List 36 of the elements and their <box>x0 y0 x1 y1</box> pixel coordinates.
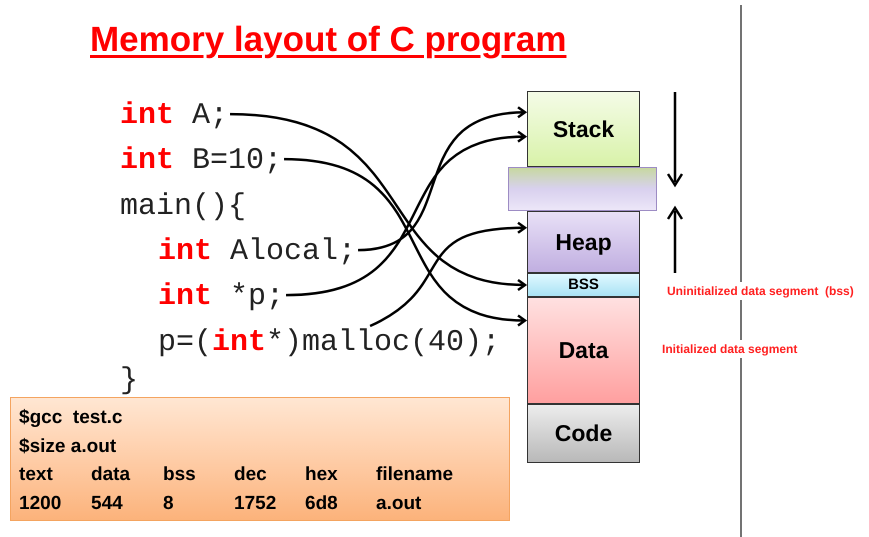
command-text: $size a.out <box>19 434 116 458</box>
table-cell-text: bss <box>163 463 196 487</box>
command-text: $gcc test.c <box>19 406 122 430</box>
code-line: int A; <box>120 97 228 135</box>
table-cell-text: hex <box>305 463 338 487</box>
memory-segment: Code <box>527 404 640 463</box>
arrow <box>230 112 526 291</box>
segment-annotation: Initialized data segment <box>662 340 798 358</box>
table-cell-text: filename <box>376 463 454 487</box>
table-cell-text: dec <box>234 463 267 487</box>
table-cell-text: text <box>19 463 53 487</box>
table-cell-text: 544 <box>91 492 123 516</box>
table-cell-text: 1200 <box>19 492 62 516</box>
table-cell-text: 8 <box>163 492 174 516</box>
arrow <box>286 131 526 296</box>
code-line: p=(int*)malloc(40); <box>158 324 500 362</box>
arrow <box>358 106 526 252</box>
code-line: int Alocal; <box>158 233 356 271</box>
code-line: } <box>120 363 138 400</box>
table-cell-text: 6d8 <box>305 492 338 516</box>
memory-segment: BSS <box>527 273 640 297</box>
arrow <box>284 158 526 326</box>
memory-segment: Heap <box>527 211 640 273</box>
terminal-output-panel <box>10 397 510 521</box>
arrow <box>370 222 526 328</box>
segment-annotation: Uninitialized data segment (bss) <box>667 282 854 300</box>
table-cell-text: data <box>91 463 130 487</box>
code-line: int B=10; <box>120 142 282 180</box>
memory-segment: Data <box>527 297 640 404</box>
code-line: int *p; <box>158 278 284 316</box>
free-space-box <box>508 167 657 211</box>
memory-segment: Stack <box>527 91 640 167</box>
table-cell-text: a.out <box>376 492 422 516</box>
table-cell-text: 1752 <box>234 492 276 516</box>
title: Memory layout of C program <box>90 19 566 61</box>
code-line: main(){ <box>120 189 246 226</box>
